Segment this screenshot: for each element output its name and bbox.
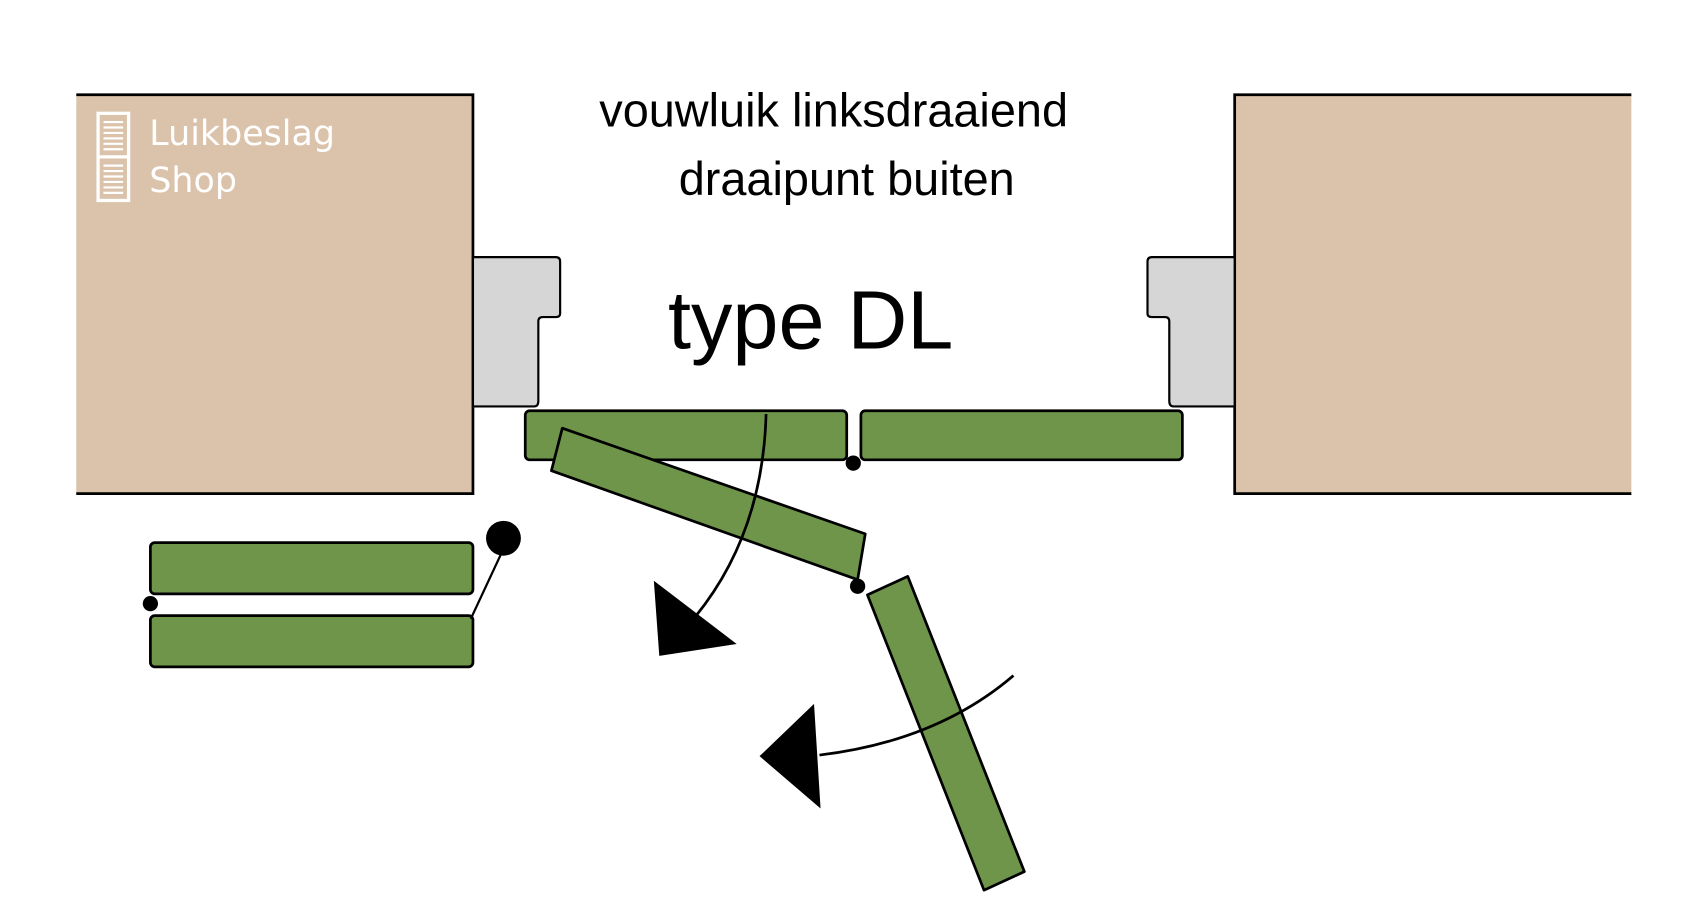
title-line-1: vouwluik linksdraaiend: [599, 84, 1068, 136]
pivot-dot: [486, 520, 521, 556]
folded-panel-bottom: [149, 614, 475, 669]
rotation-arc-1: [694, 414, 768, 618]
title-line-2: draaipunt buiten: [679, 153, 1015, 205]
hinge-dot: [845, 455, 861, 471]
type-label: type DL: [668, 274, 953, 367]
arrowhead-icon: [759, 703, 821, 809]
right-wall: [1233, 93, 1632, 495]
logo-line-1: Luikbeslag: [149, 114, 335, 154]
pivot-arm: [469, 553, 503, 620]
folded-panel-top: [149, 541, 475, 596]
shutter-icon: [96, 111, 131, 203]
hinge-dot: [850, 578, 866, 594]
right-frame: [1146, 256, 1236, 408]
logo-line-2: Shop: [149, 161, 237, 201]
hinge-dot: [142, 596, 159, 612]
rotating-panel-2: [866, 575, 1026, 892]
left-frame: [471, 256, 562, 408]
left-wall: [76, 93, 475, 495]
closed-panel-right: [859, 409, 1184, 462]
rotation-arc-2: [819, 674, 1015, 757]
arrowhead-icon: [653, 580, 737, 656]
